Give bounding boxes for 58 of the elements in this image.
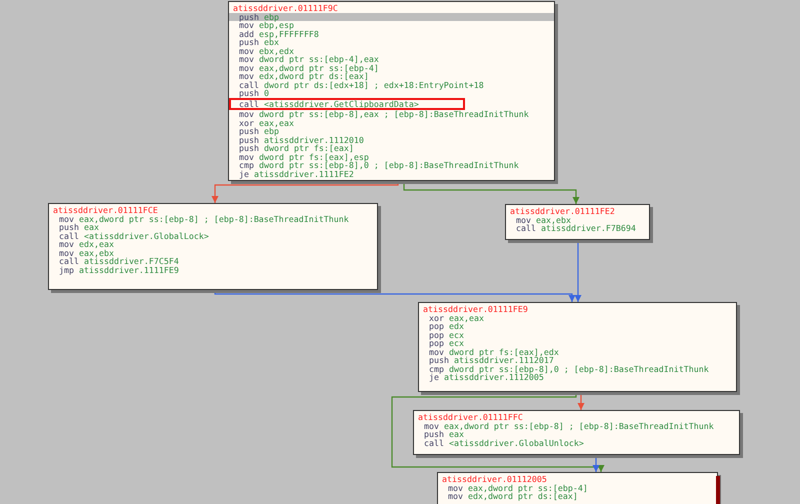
instruction-line: je atissddriver.1111FE2 [238, 170, 354, 178]
code-block [228, 1, 555, 181]
instruction-line: mov dword ptr ss:[ebp-8],eax ; [ebp-8]:BaseThreadInitThunk [238, 110, 529, 118]
instruction-line: mov edx,eax [58, 240, 114, 248]
instruction-line: mov dword ptr ss:[ebp-4],eax [238, 55, 379, 64]
instruction-line: mov eax,ebx [515, 216, 571, 224]
instruction-line: pop ecx [428, 339, 464, 348]
instruction-line: je atissddriver.1112005 [428, 373, 544, 382]
instruction-line: jmp atissddriver.1111FE9 [58, 266, 179, 274]
instruction-line: mov ebp,esp [238, 21, 294, 30]
code-block [413, 410, 740, 455]
instruction-line: push 0 [238, 89, 269, 98]
instruction-line: call <atissddriver.GetClipboardData> [231, 100, 463, 108]
instruction-line: call atissddriver.F7B694 [515, 224, 636, 232]
instruction-line: mov eax,dword ptr ss:[ebp-8] ; [ebp-8]:BaseThreadInitThunk [423, 422, 714, 430]
arrow [578, 392, 584, 410]
instruction-line: mov eax,dword ptr ss:[ebp-4] [447, 484, 588, 492]
instruction-line: call dword ptr ds:[edx+18] ; edx+18:EntryPoint+18 [238, 80, 484, 89]
instruction-line: mov dword ptr fs:[eax],esp [238, 152, 369, 161]
instruction-line: push ebx [238, 38, 279, 46]
instruction-line: call <atissddriver.GlobalUnlock> [423, 438, 584, 447]
arrow [391, 392, 604, 472]
instruction-line: call <atissddriver.GlobalLock> [58, 232, 209, 240]
code-block [418, 302, 737, 392]
block-address: atissddriver.01111FCE [53, 206, 159, 214]
instruction-line: push dword ptr fs:[eax] [238, 144, 354, 152]
block-address: atissddriver.01112005 [442, 475, 548, 484]
instruction-line: mov dword ptr fs:[eax],edx [428, 348, 559, 356]
instruction-line: push eax [423, 430, 464, 438]
instruction-line: push eax [58, 223, 99, 232]
instruction-line: mov edx,dword ptr ds:[eax] [447, 492, 578, 500]
block-address: atissddriver.01111FFC [418, 413, 524, 422]
instruction-line: pop ecx [428, 330, 464, 339]
instruction-line: push atissddriver.1112017 [428, 356, 554, 364]
instruction-line: mov eax,ebx [58, 248, 114, 257]
arrow [212, 181, 399, 203]
instruction-line: add esp,FFFFFFF8 [238, 30, 319, 38]
instruction-line: mov ebx,edx [238, 46, 294, 55]
instruction-line: mov edx,dword ptr ds:[eax] [238, 72, 369, 80]
block-address: atissddriver.01111F9C [233, 4, 339, 12]
block-address: atissddriver.01111FE2 [510, 207, 616, 216]
instruction-line: mov eax,dword ptr ss:[ebp-4] [238, 64, 379, 72]
instruction-line: call atissddriver.F7C5F4 [58, 257, 179, 266]
arrow [214, 290, 576, 302]
instruction-line: xor eax,eax [238, 118, 294, 127]
block-address: atissddriver.01111FE9 [423, 305, 529, 314]
instruction-line: mov eax,dword ptr ss:[ebp-8] ; [ebp-8]:BaseThreadInitThunk [58, 214, 349, 223]
instruction-line: push atissddriver.1112010 [238, 136, 364, 144]
instruction-line: push ebp [238, 127, 279, 136]
arrow [574, 240, 582, 302]
arrow [403, 181, 580, 204]
code-block [437, 472, 718, 504]
instruction-line: xor eax,eax [428, 314, 484, 322]
instruction-line: cmp dword ptr ss:[ebp-8],0 ; [ebp-8]:BaseThreadInitThunk [238, 161, 519, 170]
instruction-line: cmp dword ptr ss:[ebp-8],0 ; [ebp-8]:BaseThreadInitThunk [428, 364, 709, 373]
instruction-line: pop edx [428, 322, 464, 330]
code-block [48, 203, 378, 290]
code-block [505, 204, 650, 240]
